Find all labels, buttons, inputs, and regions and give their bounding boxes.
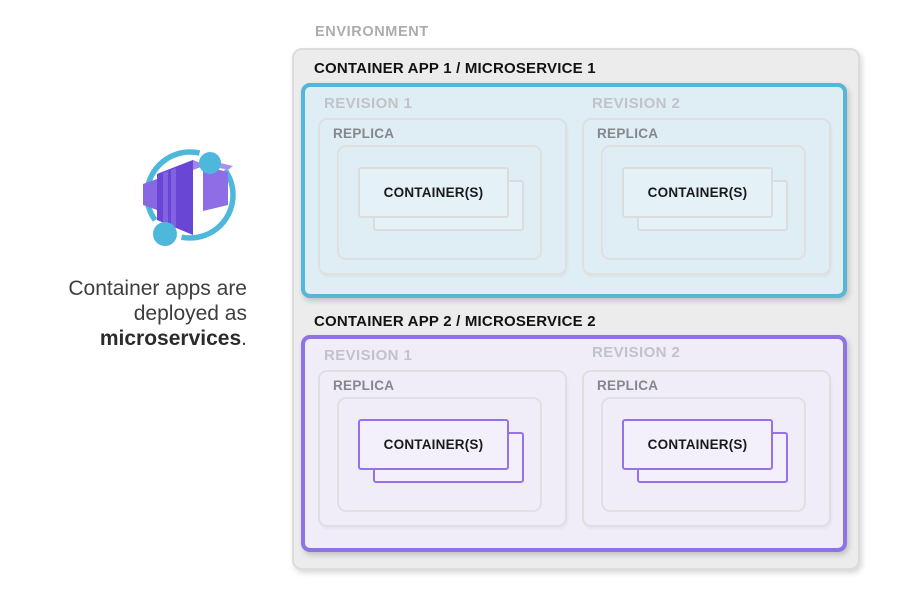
replica-box: REPLICA CONTAINER(S): [318, 118, 567, 275]
environment-box: CONTAINER APP 1 / MICROSERVICE 1 REVISIO…: [292, 48, 860, 570]
replica-label: REPLICA: [597, 378, 659, 393]
environment-label: ENVIRONMENT: [315, 24, 429, 40]
orbit-dot-top: [199, 152, 221, 174]
container-app-1-box: REVISION 1 REVISION 2 REPLICA CONTAINER(…: [301, 83, 847, 298]
replica-inner-box: [337, 397, 542, 512]
replica-box: REPLICA CONTAINER(S): [582, 370, 831, 527]
revision-2-label: REVISION 2: [592, 344, 681, 361]
container-stripe: [163, 171, 168, 224]
container-label: CONTAINER(S): [647, 437, 748, 452]
replica-box: REPLICA CONTAINER(S): [582, 118, 831, 275]
caption-line-2: deployed as: [133, 302, 247, 325]
right-cube-front-face: [203, 166, 228, 211]
caption: Container apps are deployed as microserv…: [30, 276, 247, 351]
container-left-face: [143, 179, 157, 210]
container-label: CONTAINER(S): [383, 185, 484, 200]
caption-bold-word: microservices: [99, 327, 242, 350]
container-apps-icon: [137, 134, 241, 248]
replica-inner-box: [601, 397, 806, 512]
replica-box: REPLICA CONTAINER(S): [318, 370, 567, 527]
orbit-dot-bottom: [153, 222, 177, 246]
replica-label: REPLICA: [333, 126, 395, 141]
container-box-front: CONTAINER(S): [358, 419, 509, 470]
caption-suffix: .: [241, 327, 247, 350]
container-app-2-title: CONTAINER APP 2 / MICROSERVICE 2: [314, 313, 596, 330]
replica-label: REPLICA: [333, 378, 395, 393]
replica-label: REPLICA: [597, 126, 659, 141]
replica-inner-box: [337, 145, 542, 260]
revision-1-label: REVISION 1: [324, 347, 413, 364]
container-box-front: CONTAINER(S): [358, 167, 509, 218]
caption-line-1: Container apps are: [68, 277, 247, 300]
revision-1-label: REVISION 1: [324, 95, 413, 112]
container-stripe: [171, 168, 176, 227]
revision-2-label: REVISION 2: [592, 95, 681, 112]
container-box-front: CONTAINER(S): [622, 419, 773, 470]
container-app-1-title: CONTAINER APP 1 / MICROSERVICE 1: [314, 60, 596, 77]
container-label: CONTAINER(S): [647, 185, 748, 200]
container-app-2-box: REVISION 1 REVISION 2 REPLICA CONTAINER(…: [301, 335, 847, 552]
container-apps-icon-svg: [143, 149, 236, 246]
container-label: CONTAINER(S): [383, 437, 484, 452]
replica-inner-box: [601, 145, 806, 260]
container-box-front: CONTAINER(S): [622, 167, 773, 218]
